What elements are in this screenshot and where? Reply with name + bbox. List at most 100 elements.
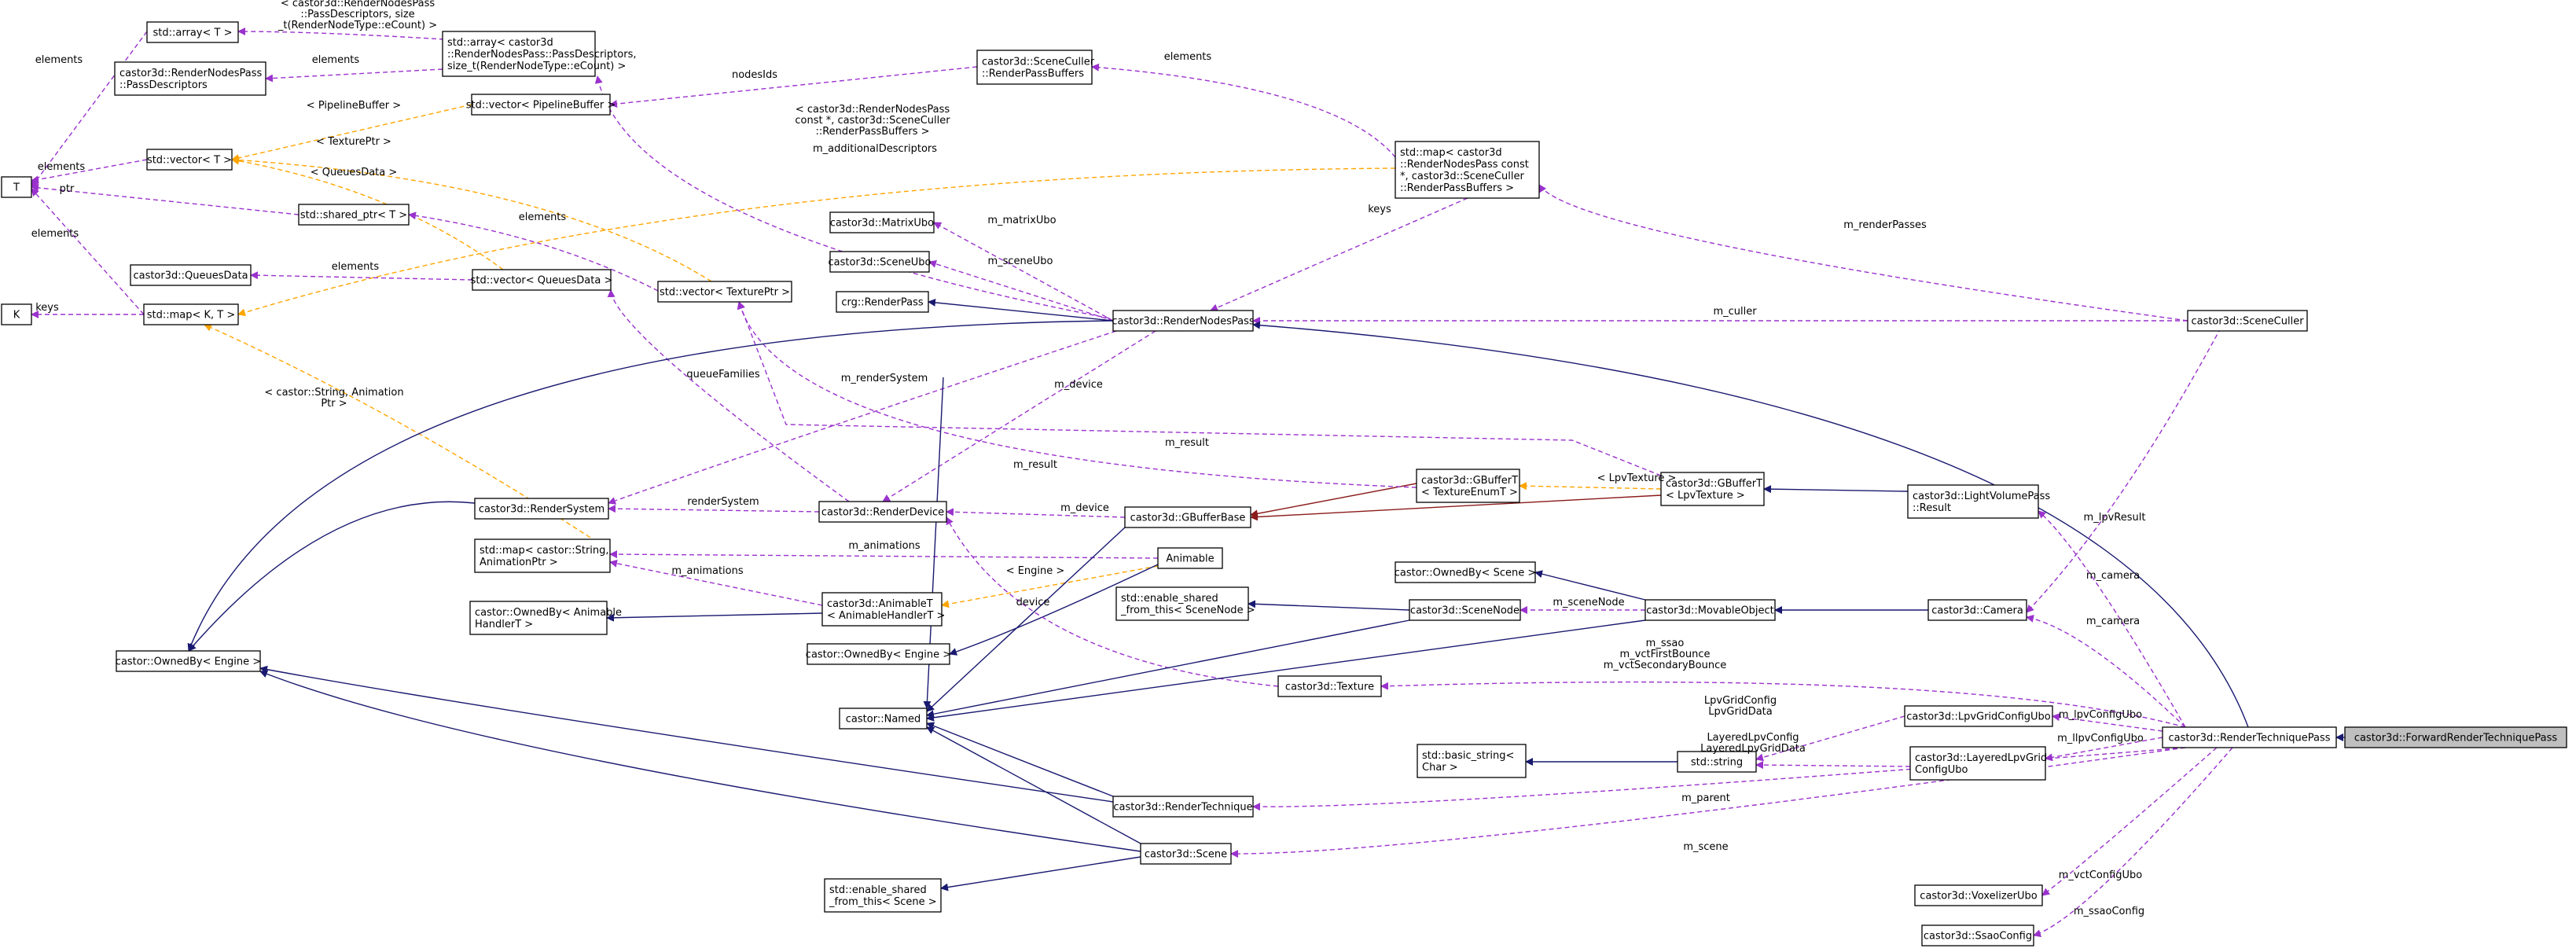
node-array-pass[interactable]: std::array< castor3d::RenderNodesPass::P…: [442, 31, 636, 77]
node-voxelizer-ubo[interactable]: castor3d::VoxelizerUbo: [1914, 884, 2043, 906]
node-nodes-pass[interactable]: castor3d::RenderNodesPass: [1112, 310, 1255, 332]
node-animable-t[interactable]: castor3d::AnimableT< AnimableHandlerT >: [821, 592, 945, 627]
node-label: std::array< castor3d: [447, 37, 553, 49]
node-map-anim[interactable]: std::map< castor::String,AnimationPtr >: [474, 538, 611, 573]
node-box: [143, 303, 239, 325]
node-matrix-ubo[interactable]: castor3d::MatrixUbo: [829, 211, 935, 233]
inheritance-edge-41: [1534, 570, 1646, 601]
inheritance-edge-49: [926, 722, 1114, 797]
node-label: size_t(RenderNodeType::eCount) >: [447, 61, 626, 72]
node-box: [1115, 586, 1249, 621]
node-label: *, castor3d::SceneCuller: [1400, 171, 1525, 182]
usage-edge-23: [882, 330, 1156, 502]
node-label: Animable: [1166, 553, 1214, 565]
node-technique-pass[interactable]: castor3d::RenderTechniquePass: [2162, 726, 2337, 748]
node-crg-pass[interactable]: crg::RenderPass: [836, 291, 929, 313]
node-T[interactable]: T: [1, 176, 32, 198]
node-vec-queues[interactable]: std::vector< QueuesData >: [471, 269, 613, 291]
inheritance-edge-47: [926, 619, 1646, 722]
edge-label-22: m_renderSystem: [841, 373, 928, 384]
node-map-KT[interactable]: std::map< K, T >: [143, 303, 239, 325]
node-texture[interactable]: castor3d::Texture: [1277, 675, 1382, 697]
edge-label-45: m_scene: [1683, 841, 1728, 853]
node-label: std::map< castor3d: [1400, 147, 1502, 159]
edge-label-9: elements: [38, 161, 86, 173]
edge-label-28: < LpvTexture >: [1597, 472, 1677, 484]
node-lvp-result[interactable]: castor3d::LightVolumePass::Result: [1907, 484, 2050, 519]
edge-label-42: LayeredLpvConfig: [1707, 732, 1799, 744]
node-queues-data[interactable]: castor3d::QueuesData: [130, 264, 252, 286]
node-basic-string[interactable]: std::basic_string<Char >: [1417, 744, 1527, 778]
node-animable[interactable]: Animable: [1157, 547, 1223, 569]
node-box: [1660, 472, 1765, 506]
node-camera[interactable]: castor3d::Camera: [1927, 599, 2027, 621]
node-render-device[interactable]: castor3d::RenderDevice: [818, 501, 947, 523]
edge-label-25: < castor::String, Animation: [264, 387, 403, 399]
edge-label-25: Ptr >: [321, 398, 347, 410]
node-label: < AnimableHandlerT >: [827, 610, 945, 622]
node-gbuffer-lpv[interactable]: castor3d::GBufferT< LpvTexture >: [1660, 472, 1765, 506]
node-scene-culler[interactable]: castor3d::SceneCuller: [2187, 310, 2308, 332]
node-scene-node[interactable]: castor3d::SceneNode: [1409, 599, 1521, 621]
node-K[interactable]: K: [1, 303, 32, 325]
node-box: [1, 303, 32, 325]
node-box: [474, 538, 611, 573]
node-vec-pipeline[interactable]: std::vector< PipelineBuffer >: [466, 94, 616, 116]
node-label: castor3d::AnimableT: [827, 598, 933, 610]
node-map-pass[interactable]: std::map< castor3d::RenderNodesPass cons…: [1395, 141, 1540, 199]
node-vector-T[interactable]: std::vector< T >: [146, 149, 233, 171]
inheritance-edge-70: [940, 856, 1141, 891]
node-box: [1395, 141, 1540, 199]
node-box: [1909, 746, 2046, 781]
node-forward-pass[interactable]: castor3d::ForwardRenderTechniquePass: [2344, 726, 2567, 748]
edge-label-36: m_camera: [2086, 570, 2140, 582]
node-owned-engine-b[interactable]: castor::OwnedBy< Engine >: [806, 643, 951, 665]
node-enable-scene[interactable]: std::enable_shared_from_this< Scene >: [824, 878, 942, 913]
node-gbuffer-tex[interactable]: castor3d::GBufferT< TextureEnumT >: [1416, 469, 1520, 503]
node-box: [471, 94, 611, 116]
edge-label-12: < QueuesData >: [311, 167, 398, 178]
node-label: HandlerT >: [475, 619, 533, 630]
inheritance-edge-53: [259, 665, 1114, 803]
usage-edge-5: [609, 66, 978, 108]
node-label: castor3d::GBufferT: [1666, 478, 1762, 490]
node-lpv-grid-ubo[interactable]: castor3d::LpvGridConfigUbo: [1904, 705, 2053, 727]
usage-edge-27: [607, 289, 850, 502]
node-shared-T[interactable]: std::shared_ptr< T >: [298, 204, 410, 226]
usage-edge-2: [265, 68, 443, 83]
node-label: std::basic_string<: [1422, 750, 1514, 762]
node-box: [469, 601, 608, 635]
node-movable[interactable]: castor3d::MovableObject: [1644, 599, 1776, 621]
node-label: castor3d::GBufferBase: [1130, 513, 1246, 524]
node-scene[interactable]: castor3d::Scene: [1140, 843, 1232, 865]
node-technique[interactable]: castor3d::RenderTechnique: [1112, 796, 1254, 818]
node-enable-node[interactable]: std::enable_shared_from_this< SceneNode …: [1115, 586, 1255, 621]
node-box: [1, 176, 32, 198]
node-culler-buffers[interactable]: castor3d::SceneCuller::RenderPassBuffers: [976, 50, 1095, 85]
node-owned-anim[interactable]: castor::OwnedBy< AnimableHandlerT >: [469, 601, 622, 635]
node-vec-texture[interactable]: std::vector< TexturePtr >: [657, 281, 792, 303]
node-box: [1417, 744, 1527, 778]
node-scene-ubo[interactable]: castor3d::SceneUbo: [829, 251, 932, 273]
node-named[interactable]: castor::Named: [839, 708, 928, 730]
node-owned-engine-a[interactable]: castor::OwnedBy< Engine >: [116, 650, 261, 672]
node-box: [146, 149, 233, 171]
node-box: [1157, 547, 1223, 569]
node-render-system[interactable]: castor3d::RenderSystem: [474, 498, 609, 520]
edge-label-38: m_camera: [2086, 616, 2140, 627]
node-box: [1644, 599, 1776, 621]
node-string[interactable]: std::string: [1677, 751, 1757, 773]
usage-edge-1: [237, 28, 445, 40]
node-ssao-config[interactable]: castor3d::SsaoConfig: [1921, 924, 2034, 946]
node-pass-desc[interactable]: castor3d::RenderNodesPass::PassDescripto…: [114, 61, 266, 96]
node-owned-scene[interactable]: castor::OwnedBy< Scene >: [1395, 561, 1536, 583]
node-label: castor3d::RenderTechniquePass: [2168, 733, 2330, 744]
node-box: [474, 498, 609, 520]
inheritance-edge-39: [949, 564, 1159, 656]
node-gbuffer-base[interactable]: castor3d::GBufferBase: [1124, 506, 1251, 528]
node-label: std::enable_shared: [829, 884, 927, 896]
node-array-T[interactable]: std::array< T >: [146, 21, 239, 43]
node-label: < LpvTexture >: [1666, 490, 1745, 502]
